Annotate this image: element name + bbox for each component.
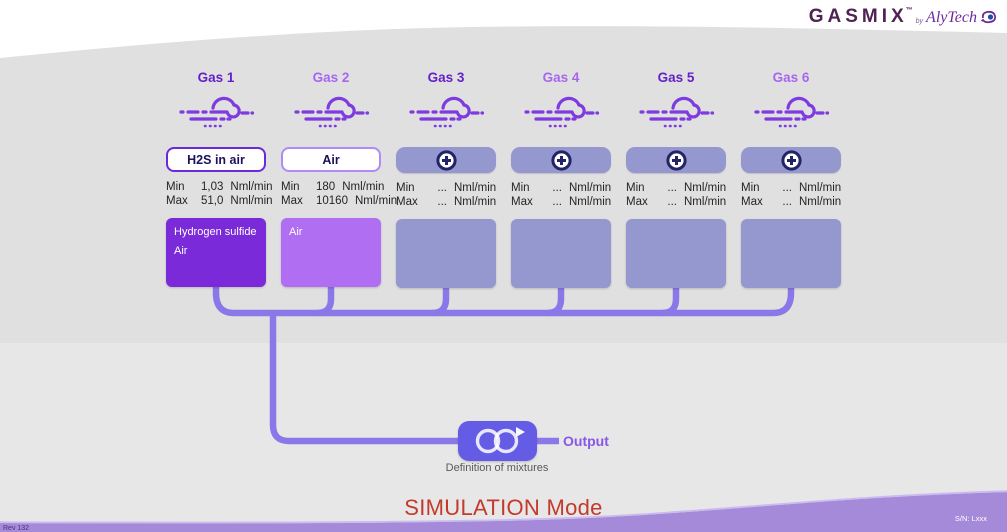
mix-loop-arrow-icon	[475, 427, 525, 454]
min-value: ...	[782, 182, 792, 194]
gas2-mixture-card[interactable]: Air	[281, 218, 381, 287]
gas5-mixture-card[interactable]	[626, 219, 726, 288]
gas3-mixture-card[interactable]	[396, 219, 496, 288]
gas-column-4: Gas 4 Min... Nml/min Max... Nml/min	[511, 70, 611, 288]
brand-name: GASMIX	[808, 6, 908, 27]
flow-unit: Nml/min	[454, 196, 497, 208]
flow-unit: Nml/min	[454, 182, 497, 194]
gas6-title: Gas 6	[772, 70, 810, 85]
min-label: Min	[741, 182, 760, 194]
min-label: Min	[626, 182, 645, 194]
min-label: Min	[281, 181, 300, 193]
max-value: ...	[667, 196, 677, 208]
circled-plus-icon	[550, 149, 572, 171]
flow-unit: Nml/min	[684, 182, 727, 194]
flow-unit: Nml/min	[230, 195, 273, 207]
wind-icon	[524, 96, 600, 128]
gas3-title: Gas 3	[427, 70, 465, 85]
max-label: Max	[626, 196, 648, 208]
gas5-add-gas-button[interactable]	[626, 147, 726, 173]
circled-plus-icon	[780, 149, 802, 171]
min-value: 180	[316, 181, 336, 193]
min-label: Min	[511, 182, 530, 194]
gas2-selection-button[interactable]: Air	[281, 147, 381, 172]
wind-icon	[294, 96, 370, 128]
max-value: 51,0	[201, 195, 224, 207]
max-label: Max	[396, 196, 418, 208]
max-value: 10160	[316, 195, 348, 207]
max-label: Max	[281, 195, 303, 207]
card-line: Air	[289, 226, 303, 238]
gas-column-3: Gas 3 Min... Nml/min Max... Nml/min	[396, 70, 496, 288]
simulation-mode-text: SIMULATION Mode	[404, 495, 603, 520]
gas5-title: Gas 5	[657, 70, 695, 85]
gas6-mixture-card[interactable]	[741, 219, 841, 288]
card-line: Hydrogen sulfide	[174, 226, 257, 238]
flow-unit: Nml/min	[569, 196, 612, 208]
min-value: ...	[552, 182, 562, 194]
circled-plus-icon	[665, 149, 687, 171]
gas3-add-gas-button[interactable]	[396, 147, 496, 173]
gas4-title: Gas 4	[542, 70, 580, 85]
output-label: Output	[563, 433, 609, 449]
flow-unit: Nml/min	[230, 181, 273, 193]
card-line: Air	[174, 245, 188, 257]
wind-icon	[179, 96, 255, 128]
gas4-add-gas-button[interactable]	[511, 147, 611, 173]
gas3-flow-range: Min... Nml/min Max... Nml/min	[396, 181, 496, 209]
brand-logo: GASMIX ™ by AlyTech	[809, 6, 997, 30]
gas5-flow-range: Min... Nml/min Max... Nml/min	[626, 181, 726, 209]
flow-unit: Nml/min	[342, 181, 385, 193]
output-caption: Definition of mixtures	[445, 462, 549, 474]
gas-column-5: Gas 5 Min... Nml/min Max... Nml/min	[626, 70, 726, 288]
alytech-swirl-icon	[981, 10, 997, 24]
flow-unit: Nml/min	[799, 182, 842, 194]
min-value: ...	[437, 182, 447, 194]
circled-plus-icon	[435, 149, 457, 171]
max-label: Max	[166, 195, 188, 207]
alytech-name: AlyTech	[926, 9, 977, 26]
gas6-add-gas-button[interactable]	[741, 147, 841, 173]
brand-trademark: ™	[905, 7, 913, 14]
wind-icon	[409, 96, 485, 128]
gas1-mixture-card[interactable]: Hydrogen sulfide Air	[166, 218, 266, 287]
max-value: ...	[437, 196, 447, 208]
flow-unit: Nml/min	[354, 195, 398, 207]
mixture-definition-button[interactable]	[458, 421, 537, 461]
wind-icon	[754, 96, 830, 128]
min-value: 1,03	[201, 181, 224, 193]
max-label: Max	[741, 196, 763, 208]
brand-by: by	[915, 18, 924, 25]
flow-unit: Nml/min	[799, 196, 842, 208]
gas2-title: Gas 2	[312, 70, 350, 85]
max-label: Max	[511, 196, 533, 208]
flow-unit: Nml/min	[569, 182, 612, 194]
wind-icon	[639, 96, 715, 128]
max-value: ...	[552, 196, 562, 208]
revision-text: Rev 132	[3, 525, 30, 532]
gas-column-6: Gas 6 Min... Nml/min Max... Nml/min	[741, 70, 841, 288]
gas1-selection-button[interactable]: H2S in air	[166, 147, 266, 172]
min-label: Min	[166, 181, 185, 193]
min-label: Min	[396, 182, 415, 194]
gas6-flow-range: Min... Nml/min Max... Nml/min	[741, 181, 841, 209]
flow-unit: Nml/min	[684, 196, 727, 208]
serial-number-text: S/N: Lxxx	[954, 514, 987, 523]
columns-background-band	[0, 0, 1007, 343]
gas1-title: Gas 1	[197, 70, 235, 85]
max-value: ...	[782, 196, 792, 208]
gas4-mixture-card[interactable]	[511, 219, 611, 288]
gas4-flow-range: Min... Nml/min Max... Nml/min	[511, 181, 611, 209]
min-value: ...	[667, 182, 677, 194]
